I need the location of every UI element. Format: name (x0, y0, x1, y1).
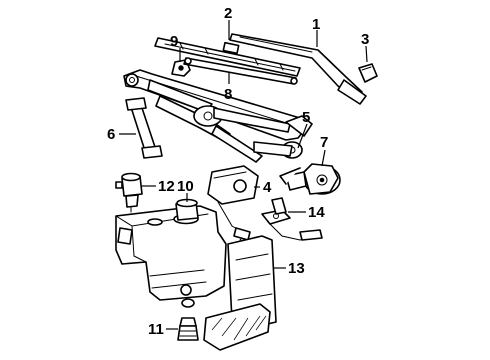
lower-deflector (203, 303, 271, 351)
callout-5: 5 (302, 109, 310, 126)
callout-4: 4 (263, 179, 272, 196)
wiper-linkage-transmission (123, 69, 313, 163)
washer-reservoir (115, 198, 227, 301)
callout-9: 9 (170, 33, 178, 50)
callout-12: 12 (158, 178, 175, 195)
washer-nozzle (261, 197, 323, 241)
wiper-arm (229, 33, 367, 105)
callout-2: 2 (224, 5, 232, 22)
callout-7: 7 (320, 134, 328, 151)
callout-3: 3 (361, 31, 369, 48)
pivot-bracket (125, 97, 163, 159)
callout-1: 1 (312, 16, 320, 33)
callout-14: 14 (308, 204, 325, 221)
callout-11: 11 (148, 321, 164, 338)
linkage-rod (183, 57, 298, 85)
reservoir-plug (177, 298, 199, 341)
callout-10: 10 (177, 178, 194, 195)
callout-6: 6 (107, 126, 115, 143)
callout-13: 13 (288, 260, 305, 277)
wiper-motor (279, 163, 341, 195)
washer-pump (115, 172, 143, 213)
callout-labels: 1 2 3 4 5 6 7 8 9 10 11 12 13 14 (107, 5, 369, 338)
callout-8: 8 (224, 86, 232, 103)
arm-cap (358, 63, 378, 83)
wiper-blade (154, 37, 301, 77)
